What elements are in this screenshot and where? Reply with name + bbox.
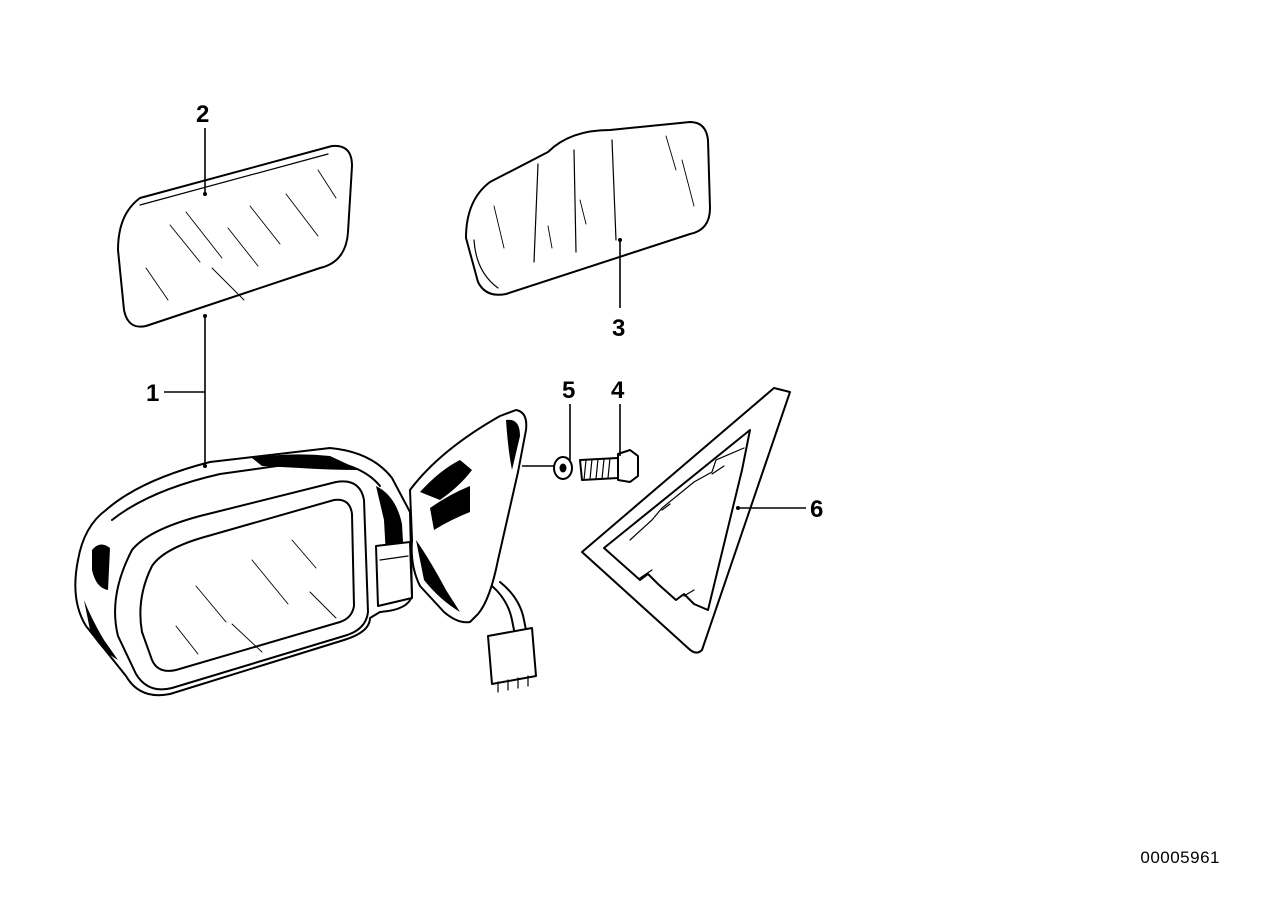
washer	[553, 456, 573, 480]
outside-mirror-assembly	[74, 447, 413, 697]
callout-3: 3	[612, 315, 625, 342]
mirror-base	[409, 409, 537, 693]
mirror-glass-right	[465, 121, 711, 296]
document-number: 00005961	[1140, 848, 1220, 867]
callout-6: 6	[810, 496, 823, 523]
callout-labels: 2 3 1 5 4 6	[146, 101, 823, 523]
triangular-cover	[581, 387, 791, 654]
callout-5: 5	[562, 377, 575, 404]
mirror-glass-left	[117, 144, 353, 328]
callout-4: 4	[611, 377, 625, 404]
callout-2: 2	[196, 101, 209, 128]
callout-1: 1	[146, 380, 159, 407]
bolt	[579, 449, 639, 483]
leader-lines	[164, 128, 806, 510]
